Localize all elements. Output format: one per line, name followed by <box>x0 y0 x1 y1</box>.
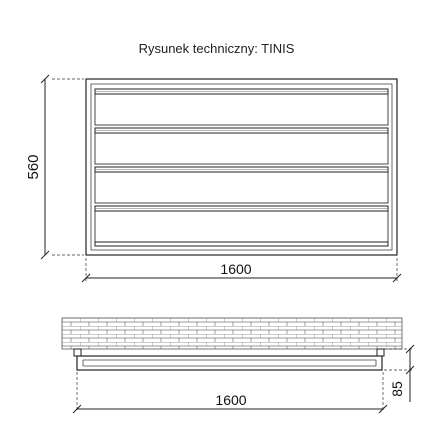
bottom-rail <box>94 241 389 247</box>
radiator-slats <box>94 88 389 247</box>
front-width-label: 1600 <box>220 261 251 277</box>
left-bracket <box>73 348 82 357</box>
slat-4 <box>94 205 389 243</box>
wall-brick-hatch <box>61 317 403 350</box>
depth-label: 85 <box>389 381 405 397</box>
drawing-title: Rysunek techniczny: TINIS <box>138 41 295 56</box>
side-width-label: 1600 <box>215 392 246 408</box>
radiator-profile <box>76 355 383 371</box>
slat-3 <box>94 166 389 204</box>
front-width-dimension: 1600 <box>81 258 402 283</box>
front-view: 560 1600 <box>25 74 402 283</box>
right-bracket <box>376 348 385 357</box>
height-label: 560 <box>25 154 42 179</box>
depth-dimension: 85 <box>384 344 415 402</box>
radiator-inner-frame <box>90 83 393 251</box>
height-dimension: 560 <box>25 74 84 260</box>
slat-2 <box>94 127 389 165</box>
side-view: 85 1600 <box>61 317 415 414</box>
side-width-dimension: 1600 <box>72 372 388 414</box>
